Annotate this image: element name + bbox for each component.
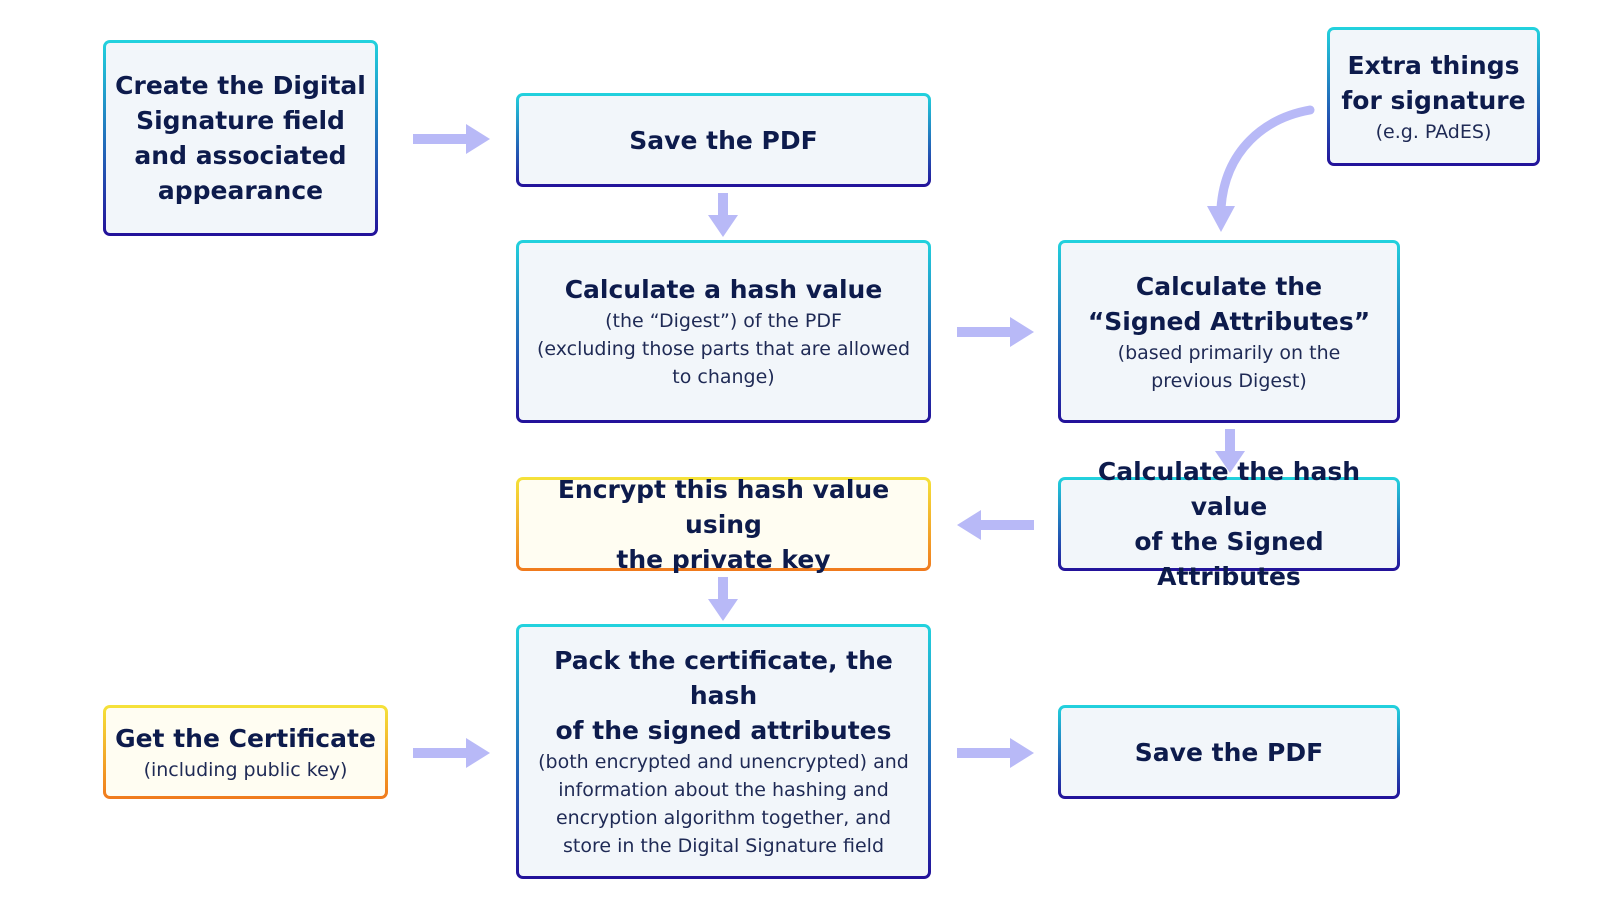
get-certificate-box: Get the Certificate (including public ke… <box>103 705 388 799</box>
encrypt-hash-title: Encrypt this hash value using the privat… <box>557 474 890 574</box>
extra-things-subtitle: (e.g. PAdES) <box>1375 120 1492 143</box>
calculate-hash-signed-attributes-box: Calculate the hash value of the Signed A… <box>1058 457 1400 591</box>
calculate-signed-attributes-box: Calculate the “Signed Attributes” (based… <box>1058 240 1400 423</box>
save-pdf-title-1: Save the PDF <box>629 125 818 155</box>
arrow-hash-attributes-to-encrypt <box>957 510 1034 540</box>
calculate-signed-attributes-subtitle: (based primarily on the previous Digest) <box>1117 341 1341 392</box>
calculate-hash-box: Calculate a hash value (the “Digest”) of… <box>516 240 931 423</box>
encrypt-hash-box: Encrypt this hash value using the privat… <box>516 475 931 574</box>
save-pdf-title-2: Save the PDF <box>1134 737 1324 767</box>
extra-things-title: Extra things for signature <box>1341 50 1526 115</box>
arrow-extra-to-signed-attributes-head <box>1207 206 1235 232</box>
get-certificate-title: Get the Certificate <box>115 723 376 753</box>
arrow-pack-to-save <box>957 738 1034 768</box>
extra-things-box: Extra things for signature (e.g. PAdES) <box>1327 27 1540 166</box>
calculate-signed-attributes-title: Calculate the “Signed Attributes” <box>1087 271 1371 336</box>
get-certificate-subtitle: (including public key) <box>143 758 348 781</box>
pack-certificate-title: Pack the certificate, the hash of the si… <box>554 646 893 745</box>
pack-certificate-box: Pack the certificate, the hash of the si… <box>516 624 931 879</box>
create-signature-field-box: Create the Digital Signature field and a… <box>103 40 378 236</box>
arrow-hash-to-signed-attributes <box>957 317 1034 347</box>
create-signature-field-title: Create the Digital Signature field and a… <box>115 71 366 205</box>
pack-certificate-subtitle: (both encrypted and unencrypted) and inf… <box>538 751 909 857</box>
calculate-hash-title: Calculate a hash value <box>564 275 883 304</box>
arrow-encrypt-to-pack <box>708 577 738 621</box>
arrow-save-to-hash <box>708 193 738 237</box>
arrow-signed-attributes-to-hash <box>1215 429 1245 473</box>
calculate-hash-subtitle: (the “Digest”) of the PDF (excluding tho… <box>536 310 911 388</box>
calculate-hash-signed-attributes-title: Calculate the hash value of the Signed A… <box>1097 457 1361 591</box>
arrow-create-to-save <box>413 124 490 154</box>
save-pdf-box-1: Save the PDF <box>516 93 931 187</box>
arrow-extra-to-signed-attributes <box>1216 105 1315 213</box>
save-pdf-box-2: Save the PDF <box>1058 705 1400 799</box>
arrow-certificate-to-pack <box>413 738 490 768</box>
